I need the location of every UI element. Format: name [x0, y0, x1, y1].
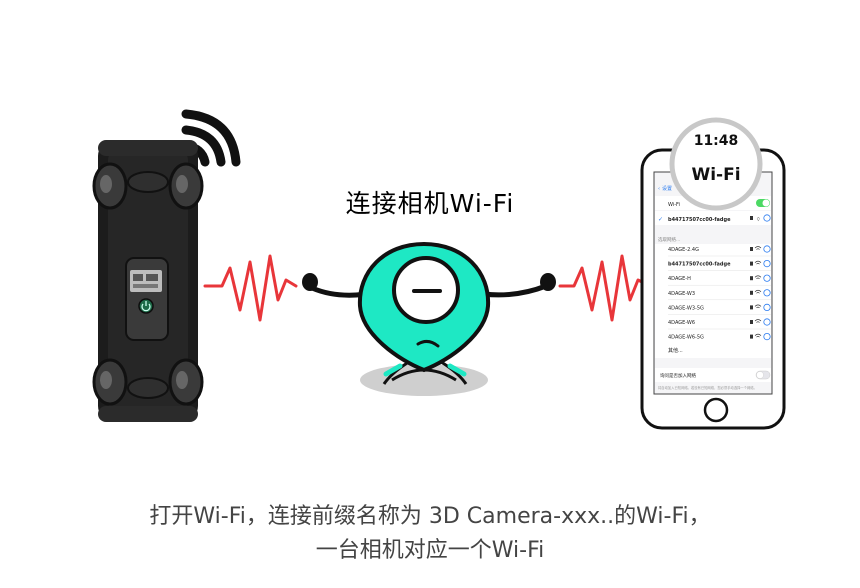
camera-lens — [92, 162, 128, 210]
wifi-toggle-label: Wi-Fi — [668, 202, 680, 208]
wifi-strength-icon — [754, 304, 762, 309]
lock-icon — [750, 216, 753, 220]
lock-icon — [750, 247, 753, 251]
lock-icon — [750, 320, 753, 324]
connected-network[interactable]: b44717507cc00-fadge — [668, 217, 731, 223]
network-item[interactable]: 4DAGE-W6 — [668, 320, 695, 326]
home-button[interactable] — [703, 397, 729, 423]
wifi-strength-icon — [754, 333, 762, 338]
signal-pulse-left — [203, 254, 298, 322]
caption-line-2: 一台相机对应一个Wi-Fi — [315, 538, 545, 563]
camera-device — [92, 140, 204, 422]
zoom-magnifier: 11:48 Wi-Fi — [669, 117, 763, 211]
wifi-strength-icon — [754, 260, 762, 265]
wifi-strength-icon — [754, 275, 762, 279]
wifi-strength-icon — [754, 246, 762, 250]
mascot-character — [302, 241, 556, 396]
wifi-strength-icon — [754, 289, 762, 294]
other-network-item[interactable]: 其他... — [668, 347, 683, 354]
back-link[interactable]: ‹ — [658, 186, 660, 192]
ask-join-footnote: 将自动加入已知网络。若没有已知网络，您必须手动选择一个网络。 — [658, 385, 757, 390]
network-item[interactable]: 4DAGE-H — [668, 276, 691, 282]
lock-icon — [750, 334, 753, 339]
page-title: 连接相机Wi-Fi — [345, 189, 515, 218]
smartphone: ‹ 设置 Wi-Fi ✓ b44717507cc00-fadge ⌔ 选取网络.… — [640, 117, 786, 430]
info-icon[interactable] — [763, 214, 771, 222]
power-icon — [138, 298, 154, 314]
status-time: 11:48 — [694, 133, 739, 149]
info-icon[interactable] — [763, 303, 771, 311]
ask-join-label: 询问是否加入网络 — [660, 372, 696, 379]
info-icon[interactable] — [763, 245, 771, 253]
info-icon[interactable] — [763, 274, 771, 282]
info-icon[interactable] — [763, 289, 771, 297]
camera-lens — [92, 358, 128, 406]
network-item[interactable]: 4DAGE-W6-5G — [668, 335, 704, 341]
zoom-wifi-label: Wi-Fi — [691, 165, 740, 185]
checkmark-icon: ✓ — [658, 216, 663, 223]
camera-lens — [168, 358, 204, 406]
lock-icon — [750, 305, 753, 310]
wifi-strength-icon: ⌔ — [756, 217, 761, 223]
lock-icon — [750, 276, 753, 281]
signal-pulse-right — [558, 254, 652, 322]
camera-lens — [168, 162, 204, 210]
section-header: 选取网络... — [658, 236, 680, 243]
caption-line-1: 打开Wi-Fi，连接前缀名称为 3D Camera-xxx..的Wi-Fi， — [149, 504, 711, 529]
wifi-strength-icon — [754, 319, 762, 323]
back-label[interactable]: 设置 — [662, 185, 672, 192]
network-item[interactable]: b44717507cc00-fadge — [668, 262, 731, 268]
lock-icon — [750, 290, 753, 295]
network-item[interactable]: 4DAGE-2.4G — [668, 247, 699, 253]
info-icon[interactable] — [763, 259, 771, 268]
network-item[interactable]: 4DAGE-W3 — [668, 291, 695, 297]
lock-icon — [750, 261, 753, 266]
info-icon[interactable] — [763, 318, 771, 326]
network-item[interactable]: 4DAGE-W3-5G — [668, 305, 704, 311]
info-icon[interactable] — [763, 332, 771, 341]
